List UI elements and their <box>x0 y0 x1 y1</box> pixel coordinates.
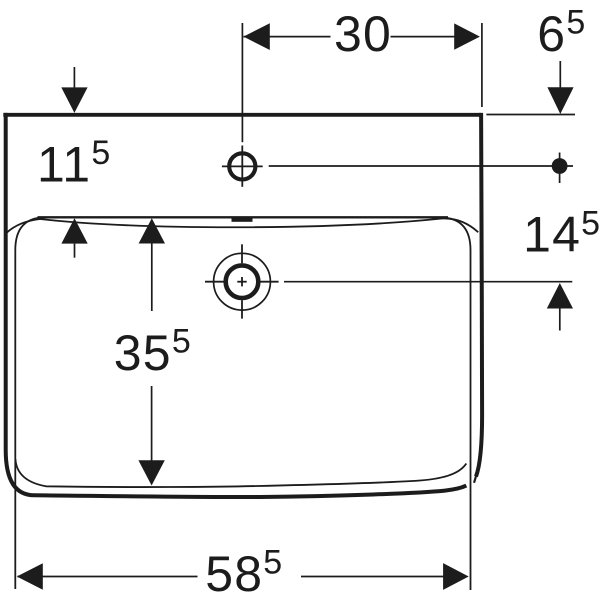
svg-text:115: 115 <box>37 134 111 192</box>
svg-text:30: 30 <box>334 6 392 62</box>
